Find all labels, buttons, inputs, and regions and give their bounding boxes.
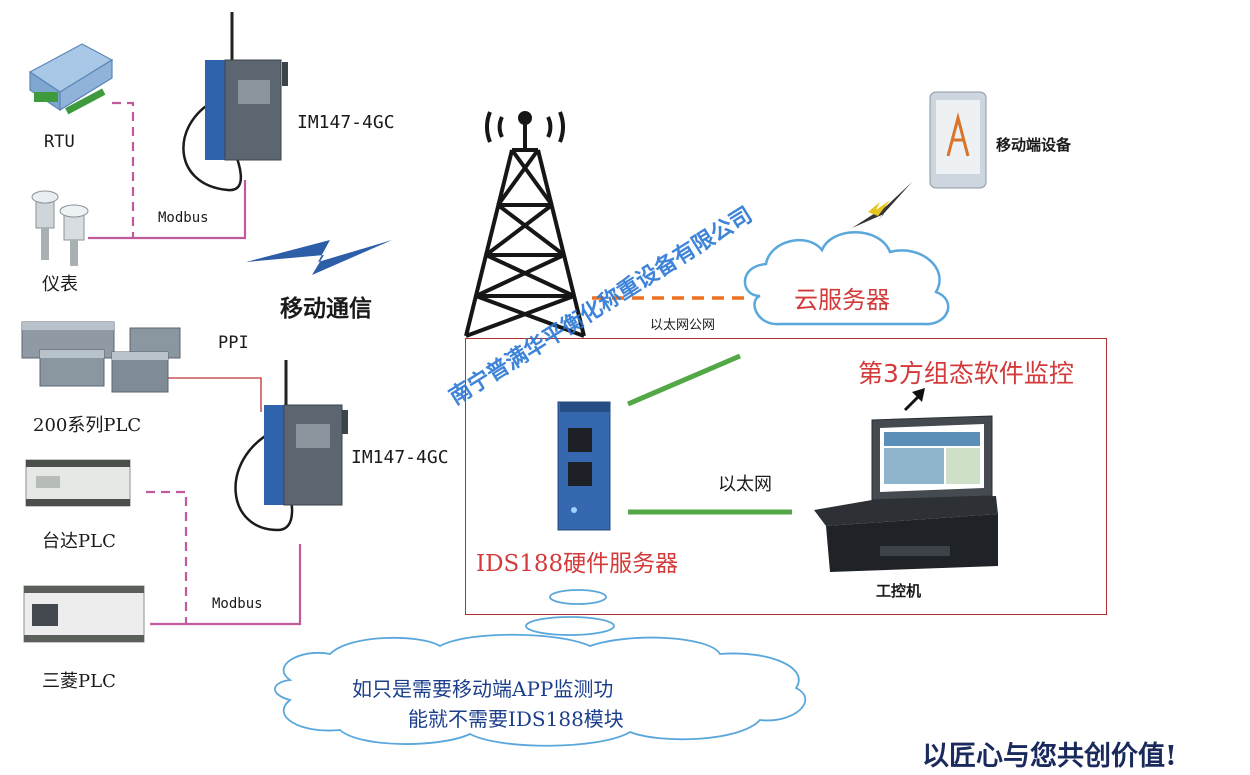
mobile-device-icon — [929, 91, 987, 189]
cloud-server-label: 云服务器 — [794, 286, 890, 314]
server-zone-frame — [465, 338, 1107, 615]
mitsubishi-plc-icon — [23, 585, 145, 643]
mitsubishi-plc-label: 三菱PLC — [42, 671, 116, 692]
mobile-device-label: 移动端设备 — [996, 136, 1072, 154]
im147-gateway-bottom — [234, 360, 348, 532]
note-cloud-icon — [274, 589, 807, 747]
im147-top-label: IM147-4GC — [297, 112, 395, 133]
modbus-link-bottom — [146, 490, 302, 626]
slogan: 以匠心与您共创价值! — [922, 741, 1177, 772]
arrow-up-right-icon — [903, 388, 925, 412]
meter-sensors-icon — [31, 190, 89, 266]
im147-bottom-label: IM147-4GC — [351, 447, 449, 468]
delta-plc-label: 台达PLC — [42, 531, 116, 552]
ipc-label: 工控机 — [876, 582, 922, 600]
delta-plc-icon — [25, 459, 131, 507]
cloud-server-icon — [743, 231, 950, 326]
ids188-server-icon — [557, 401, 611, 531]
plc200-label: 200系列PLC — [33, 415, 142, 436]
modbus-top-label: Modbus — [158, 210, 209, 226]
note-line-1: 如只是需要移动端APP监测功 — [352, 677, 614, 701]
modbus-link-top — [88, 101, 247, 240]
green-link-to-cloud — [627, 353, 741, 407]
third-party-label: 第3方组态软件监控 — [858, 359, 1074, 388]
modbus-bottom-label: Modbus — [212, 596, 263, 612]
ethernet-label: 以太网 — [718, 474, 772, 495]
wireless-signal-icon — [246, 240, 392, 275]
industrial-pc-icon — [814, 415, 998, 572]
mobile-link-bolt-icon — [852, 182, 912, 228]
ppi-label: PPI — [218, 333, 249, 353]
ethernet-public-label: 以太网公网 — [650, 318, 716, 333]
ppi-link — [168, 377, 262, 412]
mobile-comm-label: 移动通信 — [280, 296, 372, 322]
plc200-icon — [21, 321, 181, 393]
rtu-label: RTU — [44, 132, 75, 152]
ids188-label: IDS188硬件服务器 — [476, 551, 679, 577]
rtu-device-icon — [28, 43, 114, 115]
cell-tower-icon — [464, 111, 586, 338]
meter-label: 仪表 — [42, 274, 78, 295]
note-line-2: 能就不需要IDS188模块 — [408, 707, 624, 731]
im147-gateway-top — [182, 12, 288, 192]
